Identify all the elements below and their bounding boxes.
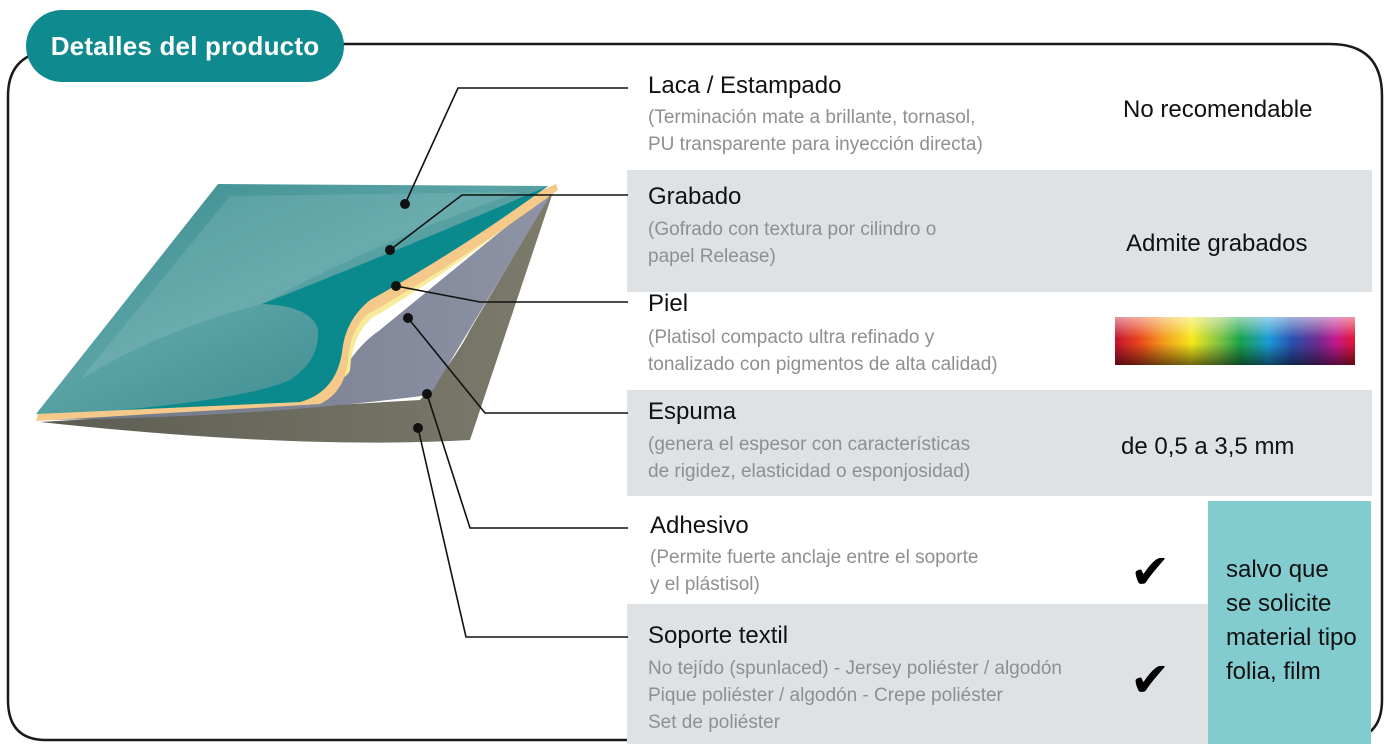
leader-soporte <box>417 427 628 638</box>
dot-espuma <box>403 313 413 323</box>
leader-grabado <box>389 194 628 251</box>
checkmark-icon: ✔ <box>1130 652 1171 708</box>
band-grabado <box>627 170 1372 292</box>
band-soporte <box>627 604 1208 744</box>
layer-title-grabado: Grabado <box>648 183 742 210</box>
checkmark-icon: ✔ <box>1130 544 1171 600</box>
layer-title-espuma: Espuma <box>648 398 737 425</box>
note-box <box>1208 501 1371 744</box>
dot-piel <box>391 281 401 291</box>
layer-grabado-shape <box>120 186 548 410</box>
layer-desc-piel: (Platisol compacto ultra refinado y tona… <box>648 327 998 375</box>
product-details-badge: Detalles del producto <box>26 10 344 82</box>
side-note: salvo que se solicite material tipo foli… <box>1226 556 1357 685</box>
dot-adhesivo <box>422 389 432 399</box>
layer-title-soporte: Soporte textil <box>648 622 789 649</box>
leader-adhesivo <box>426 393 628 529</box>
layer-desc-grabado: (Gofrado con textura por cilindro o pape… <box>648 219 937 267</box>
layer-espuma-shape <box>38 186 556 420</box>
color-spectrum-swatch <box>1115 317 1355 365</box>
layer-desc-espuma: (genera el espesor con características d… <box>648 434 971 482</box>
value-grabado: Admite grabados <box>1126 230 1308 257</box>
dot-laca <box>400 199 410 209</box>
layer-desc-soporte: No tejído (spunlaced) - Jersey poliéster… <box>648 658 1063 733</box>
leader-piel <box>395 285 628 303</box>
layer-desc-adhesivo: (Permite fuerte anclaje entre el soporte… <box>650 547 979 595</box>
layer-title-adhesivo: Adhesivo <box>650 512 749 539</box>
layer-title-piel: Piel <box>648 290 689 317</box>
dot-grabado <box>385 245 395 255</box>
layer-desc-laca: (Terminación mate a brillante, tornasol,… <box>648 107 983 155</box>
layer-title-laca: Laca / Estampado <box>648 72 842 99</box>
leader-laca <box>404 87 628 205</box>
dot-soporte <box>413 423 423 433</box>
band-espuma <box>627 390 1372 496</box>
value-laca: No recomendable <box>1123 96 1313 123</box>
value-espuma: de 0,5 a 3,5 mm <box>1121 433 1295 460</box>
leader-espuma <box>407 317 628 414</box>
